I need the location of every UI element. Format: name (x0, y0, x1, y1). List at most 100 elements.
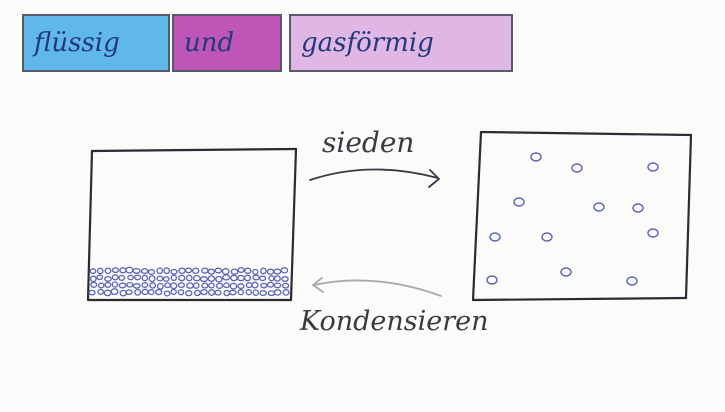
liquid-particle (186, 282, 194, 289)
gas-particle (530, 152, 542, 162)
liquid-particle (163, 290, 171, 297)
gas-particles (486, 152, 659, 286)
liquid-particle (184, 267, 193, 274)
arrow-kondensieren (312, 277, 442, 297)
liquid-particle (252, 289, 259, 297)
liquid-particle (177, 282, 185, 289)
liquid-particle (273, 268, 282, 275)
liquid-particle (215, 282, 224, 290)
gas-particle (626, 276, 638, 286)
liquid-particle (162, 276, 170, 282)
liquid-particle (170, 268, 178, 275)
liquid-particle (110, 288, 119, 296)
liquid-particle (201, 282, 209, 289)
liquid-particles (88, 266, 290, 297)
tag-und: und (172, 14, 282, 72)
liquid-particle (147, 289, 155, 296)
liquid-particle (243, 274, 252, 282)
liquid-particle (199, 276, 208, 283)
gas-particle (513, 197, 525, 207)
liquid-particle (281, 275, 289, 283)
liquid-particle (178, 267, 186, 275)
liquid-particle (259, 275, 267, 282)
liquid-particle (268, 275, 275, 282)
tag-fluessig: flüssig (22, 14, 170, 72)
liquid-particle (104, 281, 112, 289)
label-sieden: sieden (322, 126, 415, 159)
liquid-particle (214, 289, 222, 296)
liquid-particle (125, 289, 133, 296)
liquid-particle (169, 282, 178, 290)
liquid-particle (132, 267, 141, 274)
liquid-particle (164, 282, 171, 289)
liquid-particle (230, 274, 238, 282)
liquid-particle (156, 275, 164, 282)
liquid-particle (229, 282, 238, 290)
gas-particle (489, 232, 501, 242)
liquid-particle (207, 289, 216, 296)
gas-particle (486, 275, 498, 285)
liquid-particle (222, 274, 231, 281)
liquid-particle (97, 288, 104, 295)
liquid-particle (230, 268, 239, 275)
liquid-particle (170, 274, 178, 282)
gas-particle (541, 232, 553, 242)
liquid-particle (90, 281, 98, 288)
liquid-particle (125, 266, 134, 274)
liquid-particle (252, 268, 259, 275)
label-kondensieren: Kondensieren (300, 306, 489, 337)
liquid-particle (237, 289, 245, 296)
liquid-particle (88, 289, 96, 296)
liquid-particle (134, 274, 142, 281)
liquid-particle (280, 267, 289, 274)
liquid-particle (97, 282, 105, 289)
liquid-particle (140, 268, 149, 275)
liquid-particle (185, 290, 193, 297)
liquid-particle (149, 282, 157, 289)
liquid-particle (282, 289, 290, 296)
liquid-particle (266, 281, 275, 288)
liquid-particle (208, 282, 215, 289)
liquid-particle (111, 274, 119, 281)
tag-gasfoermig: gasförmig (289, 14, 513, 72)
liquid-particle (111, 267, 120, 274)
gas-particle (571, 163, 583, 173)
liquid-particle (103, 289, 112, 297)
liquid-particle (273, 282, 282, 289)
gas-particle (632, 203, 644, 213)
liquid-particle (134, 288, 142, 296)
liquid-particle (141, 282, 149, 288)
liquid-particle (192, 274, 201, 282)
liquid-particle (237, 283, 245, 290)
liquid-particle (201, 267, 209, 274)
liquid-particle (273, 289, 282, 296)
liquid-particle (244, 267, 252, 275)
liquid-particle (200, 289, 208, 296)
gas-particle (647, 228, 659, 238)
liquid-particle (89, 275, 97, 283)
liquid-particle (178, 274, 186, 282)
gas-particle (647, 162, 659, 172)
liquid-particle (156, 267, 164, 275)
liquid-particle (119, 267, 127, 274)
liquid-particle (141, 288, 149, 296)
liquid-particle (215, 275, 223, 283)
liquid-particle (127, 274, 134, 281)
liquid-particle (260, 282, 268, 289)
gas-container (471, 130, 693, 302)
gas-particle (560, 267, 572, 277)
liquid-particle (207, 275, 216, 282)
liquid-particle (111, 281, 119, 288)
liquid-particle (192, 282, 200, 289)
liquid-particle (104, 267, 112, 275)
liquid-particle (191, 267, 200, 275)
liquid-particle (260, 267, 267, 275)
liquid-particle (156, 282, 164, 290)
liquid-particle (223, 289, 231, 297)
liquid-particle (103, 275, 112, 282)
liquid-particle (141, 274, 149, 282)
liquid-particle (273, 275, 281, 282)
liquid-particle (266, 268, 275, 275)
liquid-particle (155, 288, 163, 296)
